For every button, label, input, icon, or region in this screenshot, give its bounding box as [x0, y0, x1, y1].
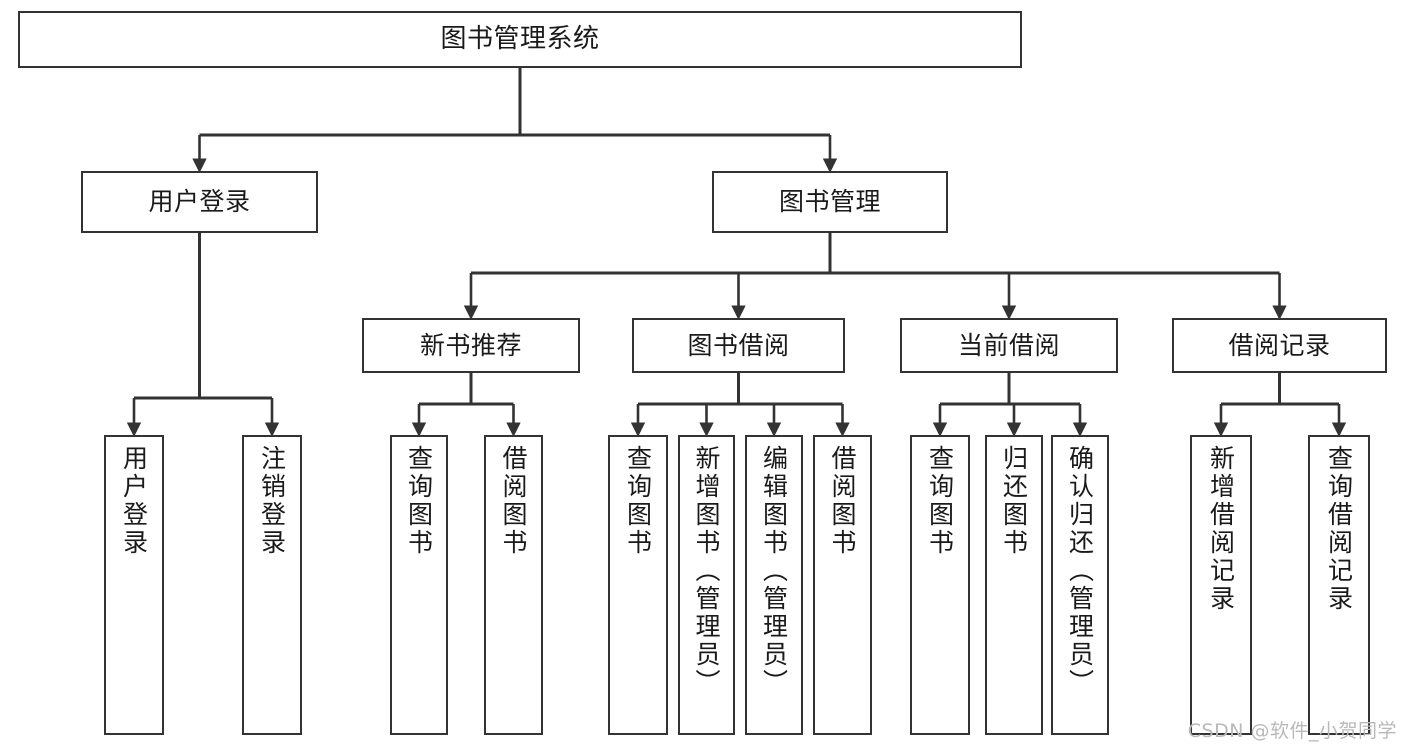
node-label: 查询图书	[925, 445, 955, 557]
node-leaf-user-logout: 注销登录	[242, 435, 302, 735]
node-label: 确认归还（管理员）	[1065, 445, 1095, 697]
node-leaf-borrow-book-2: 借阅图书	[813, 435, 872, 735]
node-label: 借阅图书	[828, 445, 857, 557]
node-label: 注销登录	[257, 445, 287, 557]
node-leaf-add-book: 新增图书（管理员）	[678, 435, 735, 735]
node-label: 图书管理	[778, 187, 881, 216]
node-label: 当前借阅	[957, 330, 1060, 360]
node-label: 新书推荐	[419, 330, 522, 360]
node-label: 归还图书	[999, 445, 1029, 557]
node-current: 当前借阅	[900, 318, 1118, 373]
node-login: 用户登录	[81, 171, 318, 233]
node-borrow: 图书借阅	[632, 318, 845, 373]
node-leaf-query-record: 查询借阅记录	[1308, 435, 1370, 735]
node-label: 借阅记录	[1228, 330, 1331, 360]
watermark-text: CSDN @软件_小贺同学	[1187, 720, 1397, 742]
node-leaf-confirm-return: 确认归还（管理员）	[1051, 435, 1109, 735]
node-leaf-query-book-1: 查询图书	[390, 435, 448, 735]
node-leaf-query-book-2: 查询图书	[608, 435, 668, 735]
node-label: 图书借阅	[687, 330, 790, 360]
node-label: 图书管理系统	[440, 23, 600, 54]
node-label: 编辑图书（管理员）	[759, 445, 789, 697]
node-leaf-add-record: 新增借阅记录	[1190, 435, 1252, 735]
node-leaf-user-login: 用户登录	[104, 435, 164, 735]
node-label: 用户登录	[148, 187, 251, 216]
node-label: 查询借阅记录	[1324, 445, 1354, 613]
node-bookmgmt: 图书管理	[712, 171, 948, 233]
node-records: 借阅记录	[1172, 318, 1387, 373]
node-newbook: 新书推荐	[362, 318, 580, 373]
node-label: 借阅图书	[499, 445, 528, 557]
node-leaf-return-book: 归还图书	[985, 435, 1043, 735]
node-leaf-edit-book: 编辑图书（管理员）	[745, 435, 803, 735]
node-label: 用户登录	[119, 445, 149, 557]
node-label: 新增借阅记录	[1206, 445, 1236, 613]
node-leaf-borrow-book-1: 借阅图书	[484, 435, 543, 735]
node-label: 查询图书	[404, 445, 434, 557]
node-label: 新增图书（管理员）	[692, 445, 721, 697]
node-label: 查询图书	[623, 445, 653, 557]
node-leaf-query-book-3: 查询图书	[910, 435, 970, 735]
node-root: 图书管理系统	[18, 11, 1022, 68]
